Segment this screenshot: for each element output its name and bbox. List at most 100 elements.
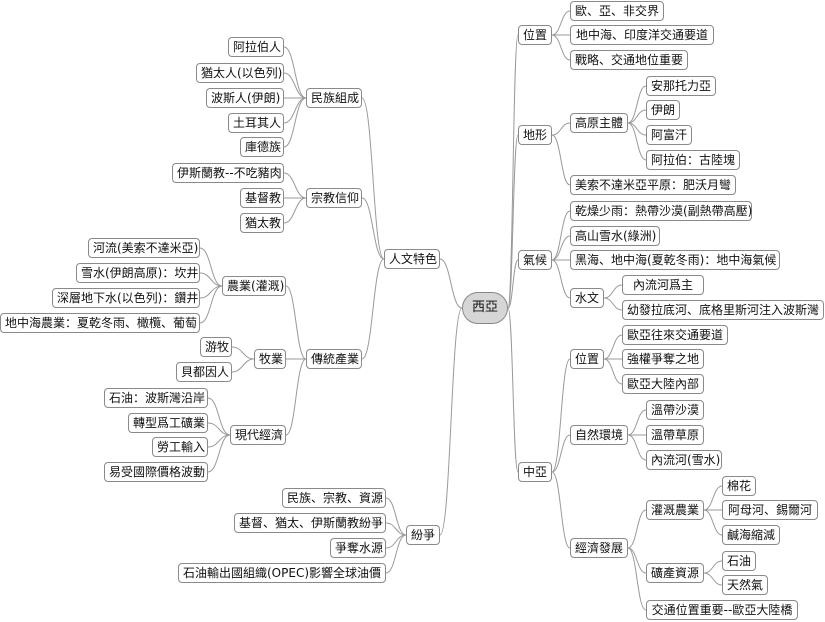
connector-line bbox=[231, 358, 255, 373]
leaf-opec[interactable]: 石油輸出國組織(OPEC)影響全球油價 bbox=[178, 563, 386, 583]
connector-line bbox=[385, 497, 407, 536]
leaf-snow-water[interactable]: 雪水(伊朗高原)：坎井 bbox=[76, 263, 200, 283]
leaf-turkish[interactable]: 土耳其人 bbox=[228, 113, 284, 133]
branch-herding[interactable]: 牧業 bbox=[254, 349, 286, 369]
branch-traditional-industry[interactable]: 傳統產業 bbox=[306, 349, 362, 369]
leaf-arab[interactable]: 阿拉伯人 bbox=[228, 37, 284, 57]
connector-line bbox=[603, 334, 623, 360]
leaf-strategic[interactable]: 戰略、交通地位重要 bbox=[570, 50, 688, 70]
connector-line bbox=[627, 547, 647, 611]
leaf-mediterranean-farming[interactable]: 地中海農業：夏乾冬雨、橄欖、葡萄 bbox=[0, 313, 200, 333]
branch-humanities[interactable]: 人文特色 bbox=[384, 249, 440, 269]
leaf-euphrates-tigris[interactable]: 幼發拉底河、底格里斯河注入波斯灣 bbox=[622, 300, 824, 320]
leaf-arid[interactable]: 乾燥少雨：熱帶沙漠(副熱帶高壓) bbox=[570, 201, 752, 221]
branch-central-asia[interactable]: 中亞 bbox=[518, 462, 552, 482]
leaf-natural-gas[interactable]: 天然氣 bbox=[722, 575, 768, 595]
branch-agriculture[interactable]: 農業(灌溉) bbox=[222, 276, 286, 296]
leaf-inland-rivers[interactable]: 內流河爲主 bbox=[622, 275, 704, 295]
branch-conflicts[interactable]: 紛爭 bbox=[406, 525, 440, 545]
branch-climate[interactable]: 氣候 bbox=[518, 250, 552, 270]
leaf-land-bridge[interactable]: 交通位置重要--歐亞大陸橋 bbox=[646, 600, 798, 620]
connector-line bbox=[507, 34, 519, 309]
leaf-persian[interactable]: 波斯人(伊朗) bbox=[206, 88, 284, 108]
branch-mineral-resources[interactable]: 礦產資源 bbox=[646, 563, 704, 583]
connector-line bbox=[361, 258, 385, 360]
leaf-water-dispute[interactable]: 爭奪水源 bbox=[330, 538, 386, 558]
leaf-kurdish[interactable]: 庫德族 bbox=[240, 137, 284, 157]
connector-line bbox=[703, 485, 723, 511]
leaf-jewish[interactable]: 猶太人(以色列) bbox=[196, 63, 284, 83]
connector-line bbox=[551, 259, 571, 299]
connector-line bbox=[603, 297, 623, 311]
connector-line bbox=[361, 197, 385, 260]
leaf-rivers[interactable]: 河流(美索不達米亞) bbox=[88, 238, 200, 258]
connector-line bbox=[283, 97, 307, 124]
leaf-afghanistan[interactable]: 阿富汗 bbox=[646, 125, 692, 145]
connector-line bbox=[551, 358, 571, 473]
leaf-christianity[interactable]: 基督教 bbox=[240, 188, 284, 208]
connector-line bbox=[627, 509, 647, 549]
branch-plateau[interactable]: 高原主體 bbox=[570, 113, 628, 133]
leaf-eurasia-transit[interactable]: 歐亞往來交通要道 bbox=[622, 325, 728, 345]
leaf-anatolia[interactable]: 安那托力亞 bbox=[646, 76, 716, 96]
connector-line bbox=[207, 397, 231, 436]
connector-line bbox=[627, 434, 647, 461]
branch-religion[interactable]: 宗教信仰 bbox=[306, 188, 362, 208]
leaf-iran[interactable]: 伊朗 bbox=[646, 100, 680, 120]
branch-irrigated-farming[interactable]: 灌溉農業 bbox=[646, 500, 704, 520]
connector-line bbox=[627, 109, 647, 124]
branch-hydrology[interactable]: 水文 bbox=[570, 288, 604, 308]
connector-line bbox=[507, 134, 519, 309]
connector-line bbox=[627, 409, 647, 436]
branch-ethnic-groups[interactable]: 民族組成 bbox=[306, 88, 362, 108]
branch-natural-environment[interactable]: 自然環境 bbox=[570, 425, 628, 445]
leaf-oil[interactable]: 石油 bbox=[722, 551, 756, 571]
leaf-sea-routes[interactable]: 地中海、印度洋交通要道 bbox=[570, 25, 714, 45]
leaf-amu-syr[interactable]: 阿母河、錫爾河 bbox=[722, 500, 818, 520]
connector-line bbox=[551, 235, 571, 261]
leaf-aral-shrinking[interactable]: 鹹海縮減 bbox=[722, 525, 780, 545]
leaf-mesopotamia[interactable]: 美索不達米亞平原：肥沃月彎 bbox=[570, 175, 736, 195]
leaf-continents-junction[interactable]: 歐、亞、非交界 bbox=[570, 1, 664, 21]
leaf-mediterranean-climate[interactable]: 黑海、地中海(夏乾冬雨)：地中海氣候 bbox=[570, 250, 780, 270]
connector-line bbox=[551, 34, 571, 61]
leaf-arabia[interactable]: 阿拉伯：古陸塊 bbox=[646, 150, 740, 170]
leaf-temperate-desert[interactable]: 溫帶沙漠 bbox=[646, 400, 704, 420]
connector-line bbox=[199, 247, 223, 287]
connector-line bbox=[207, 422, 231, 436]
leaf-cotton[interactable]: 棉花 bbox=[722, 476, 756, 496]
leaf-power-contest[interactable]: 強權爭奪之地 bbox=[622, 349, 704, 369]
leaf-ethnic-religion-resource[interactable]: 民族、宗教、資源 bbox=[282, 488, 386, 508]
leaf-snowmelt-river[interactable]: 內流河(雪水) bbox=[646, 450, 722, 470]
connector-line bbox=[283, 46, 307, 99]
leaf-judaism[interactable]: 猶太教 bbox=[240, 213, 284, 233]
leaf-oil-gulf[interactable]: 石油：波斯灣沿岸 bbox=[104, 388, 208, 408]
branch-modern-economy[interactable]: 現代經濟 bbox=[230, 425, 286, 445]
connector-line bbox=[551, 210, 571, 261]
connector-line bbox=[507, 307, 519, 473]
leaf-bedouin[interactable]: 貝都因人 bbox=[176, 362, 232, 382]
branch-ca-location[interactable]: 位置 bbox=[570, 349, 604, 369]
leaf-nomadic[interactable]: 游牧 bbox=[200, 337, 232, 357]
leaf-oasis[interactable]: 高山雪水(綠洲) bbox=[570, 226, 660, 246]
connector-line bbox=[385, 522, 407, 536]
connector-line bbox=[551, 134, 571, 186]
leaf-temperate-grassland[interactable]: 溫帶草原 bbox=[646, 425, 704, 445]
leaf-eurasia-interior[interactable]: 歐亞大陸內部 bbox=[622, 374, 704, 394]
connector-line bbox=[439, 307, 463, 536]
branch-terrain[interactable]: 地形 bbox=[518, 125, 552, 145]
leaf-price-volatility[interactable]: 易受國際價格波動 bbox=[104, 462, 208, 482]
leaf-industry-shift[interactable]: 轉型爲工礦業 bbox=[128, 413, 208, 433]
leaf-islam[interactable]: 伊斯蘭教--不吃豬肉 bbox=[172, 163, 284, 183]
root-node[interactable]: 西亞 bbox=[462, 292, 508, 324]
connector-line bbox=[627, 122, 647, 161]
connector-line bbox=[703, 509, 723, 536]
leaf-groundwater[interactable]: 深層地下水(以色列)：鑽井 bbox=[52, 288, 200, 308]
leaf-labor-import[interactable]: 勞工輸入 bbox=[152, 437, 208, 457]
branch-location[interactable]: 位置 bbox=[518, 25, 552, 45]
branch-economic-development[interactable]: 經濟發展 bbox=[570, 538, 628, 558]
connector-line bbox=[603, 358, 623, 385]
connector-line bbox=[283, 72, 307, 99]
leaf-religious-conflict[interactable]: 基督、猶太、伊斯蘭教紛爭 bbox=[234, 513, 386, 533]
